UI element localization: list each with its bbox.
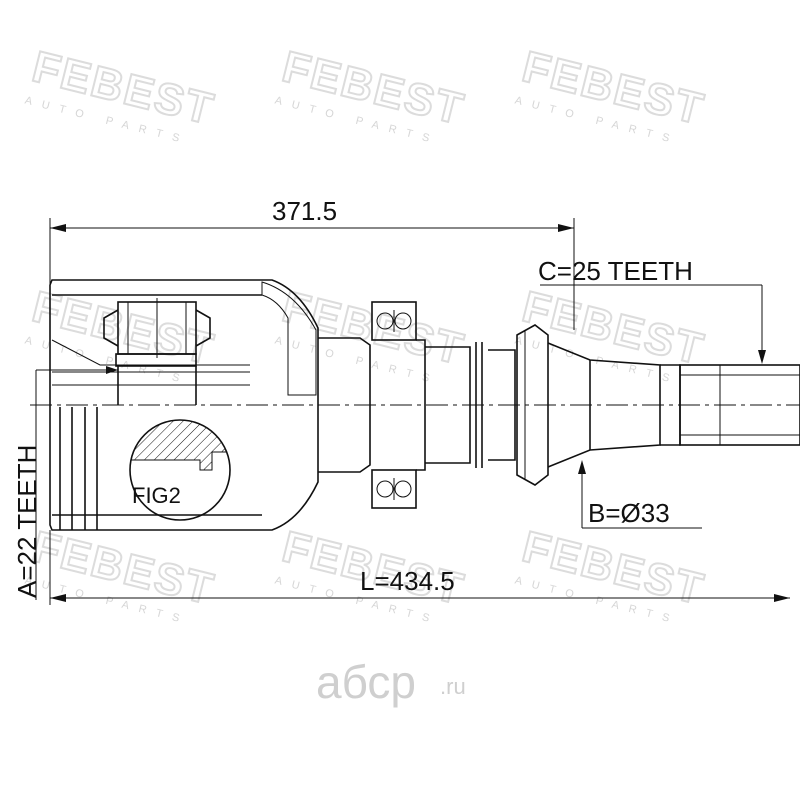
dimension-spline-outer: C=25 TEETH <box>538 256 766 364</box>
watermark-tile: FEBEST AUTO PARTS <box>23 281 220 387</box>
watermark-tile: FEBEST AUTO PARTS <box>273 41 470 147</box>
dimension-label-total: L=434.5 <box>360 566 455 596</box>
dimension-total-length: L=434.5 <box>49 530 790 605</box>
tripod-roller <box>70 298 211 405</box>
dimension-371-5: 371.5 <box>49 196 575 330</box>
watermark-tile: FEBEST AUTO PARTS <box>513 521 710 627</box>
dimension-label-seal: 371.5 <box>272 196 337 226</box>
dimension-spline-inner: A=22 TEETH <box>12 369 70 600</box>
fig2-label: FIG2 <box>132 483 181 508</box>
site-watermark-name: абср <box>316 656 416 708</box>
site-watermark-domain: .ru <box>440 674 466 699</box>
spline-inner-label: A=22 TEETH <box>12 445 42 598</box>
fig2-detail: FIG2 <box>129 419 231 521</box>
watermark-layer: FEBEST AUTO PARTS FEBEST AUTO PARTS FEBE… <box>23 41 710 708</box>
spline-outer-label: C=25 TEETH <box>538 256 693 286</box>
dimension-shaft-diameter: B=Ø33 <box>578 460 702 529</box>
shaft <box>318 301 800 509</box>
watermark-tile: FEBEST AUTO PARTS <box>513 41 710 147</box>
shaft-diameter-label: B=Ø33 <box>588 498 670 528</box>
watermark-tile: FEBEST AUTO PARTS <box>23 41 220 147</box>
watermark-tile: FEBEST AUTO PARTS <box>23 521 220 627</box>
